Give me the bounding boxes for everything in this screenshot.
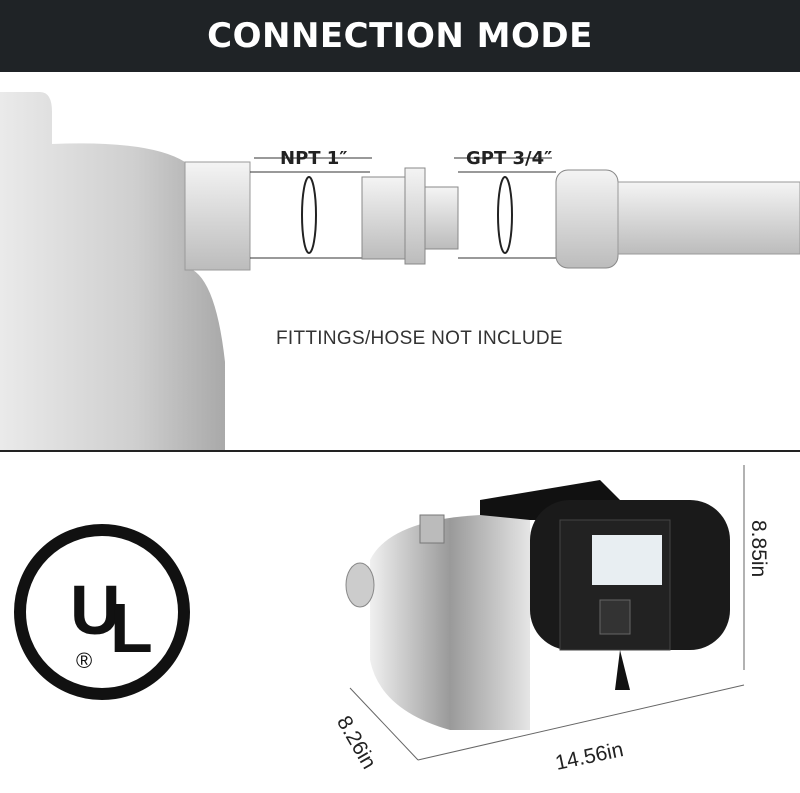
height-dimension: 8.85in	[747, 520, 770, 578]
power-switch	[599, 599, 631, 635]
pump-foot	[615, 650, 630, 690]
hose-nut	[555, 169, 619, 269]
priming-plug	[419, 514, 445, 544]
connection-diagram: NPT 1″ GPT 3/4″ FITTINGS/HOSE NOT INCLUD…	[0, 72, 800, 450]
pump-housing	[370, 515, 530, 730]
svg-text:®: ®	[76, 648, 92, 673]
svg-text:U: U	[70, 571, 121, 649]
label-plate	[592, 535, 662, 585]
fitting-thread	[361, 176, 408, 260]
fitting-hex	[404, 167, 426, 265]
fittings-note: FITTINGS/HOSE NOT INCLUDE	[276, 328, 563, 349]
inlet-port	[345, 562, 375, 608]
rotate-arrow-icon	[301, 176, 513, 254]
section-divider	[0, 450, 800, 452]
pump-product-image	[345, 465, 745, 761]
dimension-lines	[349, 465, 745, 761]
svg-text:L: L	[110, 589, 153, 667]
pump-body-illustration	[0, 92, 800, 450]
ul-logo: U L ®	[14, 524, 190, 700]
page-title: CONNECTION MODE	[0, 0, 800, 72]
hose	[617, 181, 800, 255]
inlet-thread-label: NPT 1″	[280, 148, 348, 169]
outlet-thread-label: GPT 3/4″	[466, 148, 553, 169]
